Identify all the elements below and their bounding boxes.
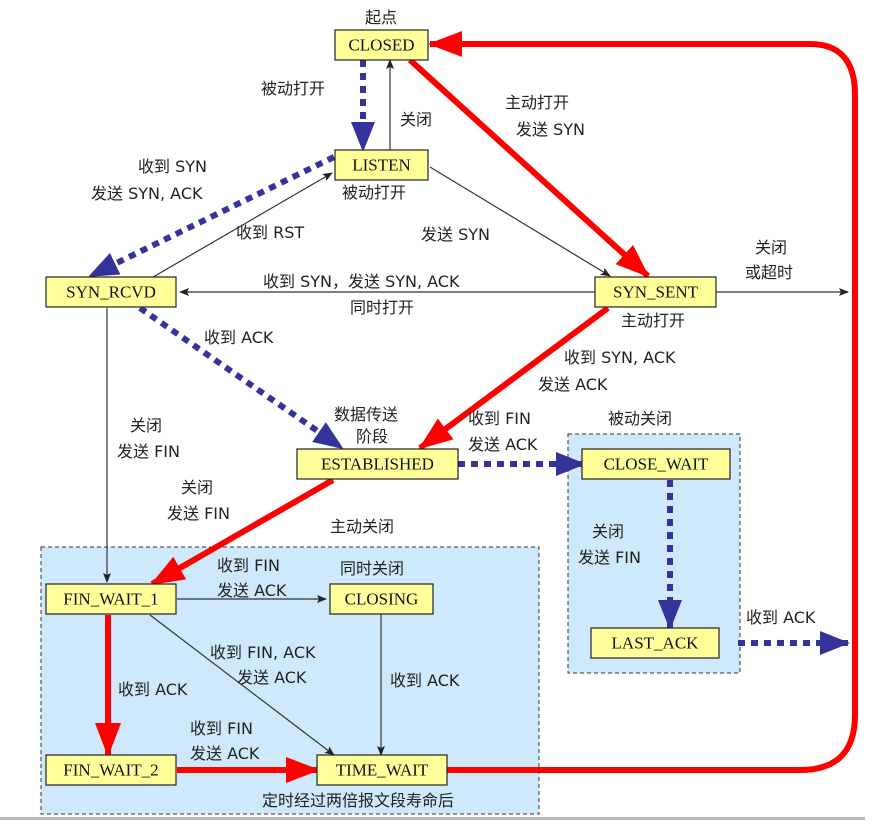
label-established-finwait1-2: 发送 FIN: [167, 504, 230, 523]
state-label: CLOSE_WAIT: [604, 455, 709, 474]
state-closed[interactable]: CLOSED: [334, 29, 429, 61]
label-synrcvd-listen: 收到 RST: [236, 223, 304, 242]
label-finwait1-closing-1: 收到 FIN: [217, 556, 280, 575]
time-wait-note: 定时经过两倍报文段寿命后: [262, 791, 454, 810]
simultaneous-close-label: 同时关闭: [340, 559, 404, 578]
state-syn-rcvd[interactable]: SYN_RCVD: [45, 276, 177, 308]
label-synrcvd-finwait1-1: 关闭: [130, 416, 162, 435]
label-finwait1-timewait-1: 收到 FIN, ACK: [210, 643, 316, 662]
label-established-closewait-2: 发送 ACK: [468, 435, 538, 454]
label-synsent-closed-1: 关闭: [755, 238, 787, 257]
edge-finwait1-to-timewait: [149, 614, 335, 756]
state-label: CLOSING: [345, 590, 419, 609]
state-label: FIN_WAIT_2: [63, 761, 158, 780]
label-finwait2-timewait-2: 发送 ACK: [190, 744, 260, 763]
edge-timewait-to-closed: [428, 31, 858, 773]
label-closewait-lastack-2: 发送 FIN: [578, 548, 641, 567]
state-label: SYN_RCVD: [66, 283, 156, 302]
state-syn-sent[interactable]: SYN_SENT: [594, 276, 717, 308]
bottom-divider: [0, 817, 865, 820]
label-established-finwait1-1: 关闭: [181, 478, 213, 497]
state-label: LISTEN: [352, 156, 411, 175]
state-fin-wait-1[interactable]: FIN_WAIT_1: [45, 583, 177, 615]
state-label: ESTABLISHED: [321, 455, 434, 474]
label-lastack-closed: 收到 ACK: [746, 608, 816, 627]
listen-note: 被动打开: [342, 183, 406, 202]
edge-synsent-to-established: [418, 305, 610, 451]
label-finwait2-timewait-1: 收到 FIN: [190, 719, 253, 738]
edge-closed-to-synsent: [407, 57, 651, 279]
established-note-2: 阶段: [356, 427, 388, 446]
label-synsent-closed-2: 或超时: [745, 263, 793, 282]
label-established-closewait-1: 收到 FIN: [468, 409, 531, 428]
label-closing-timewait: 收到 ACK: [390, 671, 460, 690]
label-listen-synrcvd-1: 收到 SYN: [138, 157, 207, 176]
label-closed-listen: 被动打开: [261, 79, 325, 98]
state-listen[interactable]: LISTEN: [334, 149, 429, 181]
label-finwait1-closing-2: 发送 ACK: [217, 581, 287, 600]
edge-synrcvd-to-established: [138, 305, 344, 451]
label-synrcvd-finwait1-2: 发送 FIN: [117, 442, 180, 461]
established-note-1: 数据传送: [334, 405, 398, 424]
start-label: 起点: [365, 8, 397, 27]
label-synsent-established-2: 发送 ACK: [538, 375, 608, 394]
label-synrcvd-established: 收到 ACK: [204, 328, 274, 347]
active-close-label: 主动关闭: [330, 517, 394, 536]
state-label: CLOSED: [348, 36, 414, 55]
edge-listen-to-synrcvd: [88, 154, 336, 279]
label-finwait1-timewait-2: 发送 ACK: [237, 668, 307, 687]
label-listen-closed: 关闭: [400, 110, 432, 129]
label-listen-synrcvd-2: 发送 SYN, ACK: [91, 184, 203, 203]
state-established[interactable]: ESTABLISHED: [296, 448, 459, 480]
passive-close-label: 被动关闭: [608, 409, 672, 428]
state-closing[interactable]: CLOSING: [329, 583, 434, 615]
state-label: SYN_SENT: [613, 283, 699, 302]
state-last-ack[interactable]: LAST_ACK: [590, 627, 720, 659]
label-listen-synsent: 发送 SYN: [421, 225, 490, 244]
label-closed-synsent-1: 主动打开: [505, 93, 569, 112]
state-close-wait[interactable]: CLOSE_WAIT: [581, 448, 731, 480]
state-fin-wait-2[interactable]: FIN_WAIT_2: [45, 754, 177, 786]
label-closewait-lastack-1: 关闭: [592, 522, 624, 541]
state-label: LAST_ACK: [612, 634, 700, 653]
label-finwait1-finwait2: 收到 ACK: [118, 680, 188, 699]
edge-established-to-finwait1: [150, 477, 335, 587]
state-label: FIN_WAIT_1: [63, 590, 158, 609]
syn-sent-note: 主动打开: [621, 311, 685, 330]
label-synsent-established-1: 收到 SYN, ACK: [564, 348, 676, 367]
edge-synrcvd-to-listen: [147, 172, 333, 281]
label-synsent-synrcvd-2: 同时打开: [350, 298, 414, 317]
label-synsent-synrcvd-1: 收到 SYN，发送 SYN, ACK: [263, 272, 460, 291]
state-label: TIME_WAIT: [336, 761, 429, 780]
label-closed-synsent-2: 发送 SYN: [516, 120, 585, 139]
state-time-wait[interactable]: TIME_WAIT: [316, 754, 448, 786]
edge-listen-to-synsent: [429, 166, 611, 277]
